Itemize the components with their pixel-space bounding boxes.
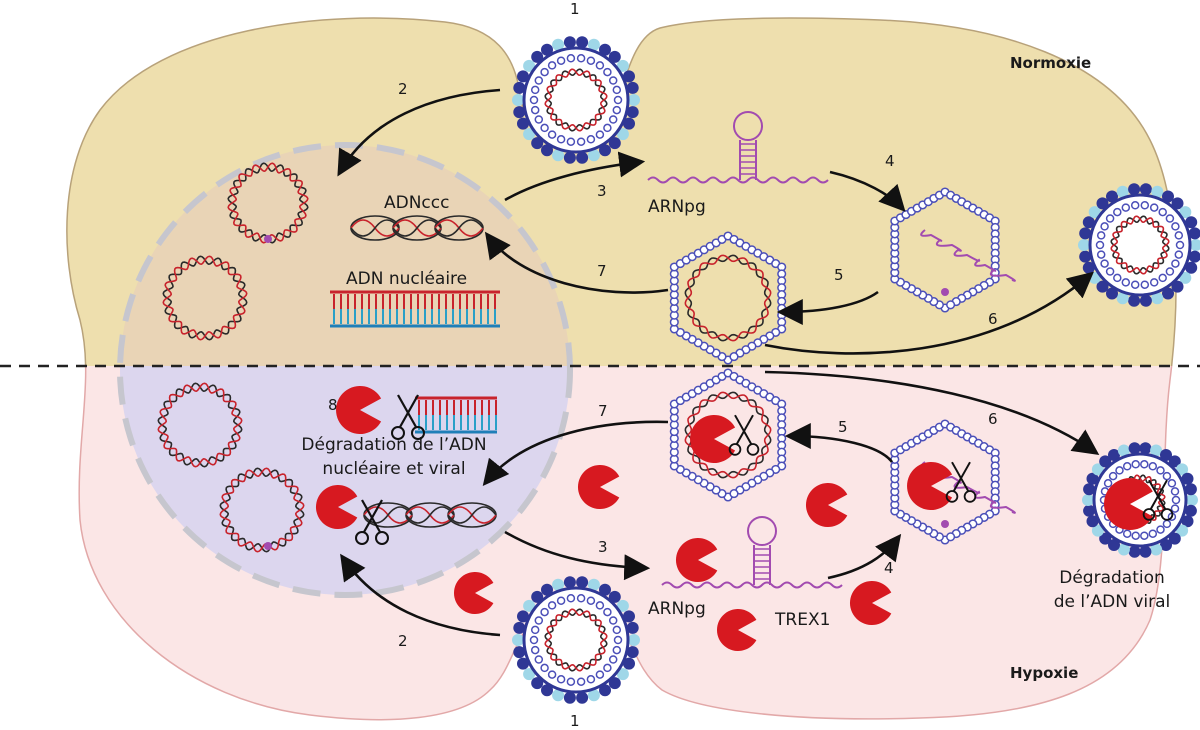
trex1-enzyme bbox=[315, 485, 358, 530]
arrow-step2-bottom bbox=[340, 553, 501, 637]
trex1-label: TREX1 bbox=[774, 610, 830, 630]
step-2-bottom: 2 bbox=[398, 632, 408, 650]
trex1-enzyme bbox=[805, 483, 848, 527]
trex1-enzyme bbox=[690, 415, 736, 464]
step-1-bottom: 1 bbox=[570, 712, 580, 730]
arnpg-label-bottom: ARNpg bbox=[648, 599, 706, 619]
trex1-enzyme bbox=[453, 572, 494, 615]
arrow-step5-top bbox=[776, 290, 879, 325]
scissors-icon bbox=[355, 499, 389, 545]
degradation-viral-line1: Dégradation bbox=[1059, 568, 1165, 588]
virion-released-top bbox=[1078, 183, 1200, 307]
trex1-enzyme bbox=[336, 386, 382, 434]
degradation-viral-line2: de l’ADN viral bbox=[1054, 592, 1171, 612]
scissors-icon bbox=[1142, 479, 1174, 521]
scissors-group bbox=[355, 394, 425, 545]
trex1-enzyme bbox=[675, 538, 718, 583]
arrow-step6-top bbox=[764, 271, 1094, 355]
step-2-top: 2 bbox=[398, 80, 408, 98]
arrow-step3-bottom bbox=[504, 530, 651, 581]
pgrna-top bbox=[647, 111, 829, 184]
step-3-bottom: 3 bbox=[598, 538, 608, 556]
pgrna-bottom bbox=[661, 516, 843, 589]
scissors-icon bbox=[945, 461, 977, 503]
step-1-top: 1 bbox=[570, 0, 580, 18]
step-3-top: 3 bbox=[597, 182, 607, 200]
adnccc-chain-top bbox=[350, 215, 484, 241]
capsid-rna-top bbox=[890, 187, 1016, 313]
step-6-top: 6 bbox=[988, 310, 998, 328]
trex1-enzymes bbox=[315, 386, 892, 651]
arrow-step4-bottom bbox=[827, 533, 902, 580]
arrow-step7-top bbox=[484, 231, 669, 294]
arrow-step3-top bbox=[504, 151, 646, 202]
cccdna-circle-4 bbox=[219, 467, 305, 553]
virion-entry-bottom bbox=[512, 576, 640, 704]
cccdna-circle-3 bbox=[157, 382, 243, 468]
arrow-step5-bottom bbox=[784, 423, 894, 463]
cccdna-circle-2 bbox=[162, 255, 248, 341]
arrow-step6-bottom bbox=[764, 370, 1100, 455]
arrow-step7-bottom bbox=[482, 420, 669, 487]
adnccc-chain-bottom bbox=[363, 502, 497, 528]
nucleus bbox=[117, 142, 573, 598]
virion-degraded-bottom bbox=[1082, 442, 1198, 558]
nuclear-dna-ladder-bottom bbox=[415, 396, 497, 434]
step-5-bottom: 5 bbox=[838, 418, 848, 436]
arrow-step4-top bbox=[829, 170, 906, 212]
capsid-rna-bottom bbox=[890, 419, 1016, 545]
adn-nucleaire-label: ADN nucléaire bbox=[346, 269, 467, 289]
arrow-step2-top bbox=[337, 88, 501, 177]
adnccc-label: ADNccc bbox=[384, 193, 449, 213]
step-5-top: 5 bbox=[834, 266, 844, 284]
step-7-bottom: 7 bbox=[598, 402, 608, 420]
trex1-enzyme bbox=[907, 462, 953, 511]
step-4-top: 4 bbox=[885, 152, 895, 170]
step-4-bottom: 4 bbox=[884, 559, 894, 577]
trex1-enzyme bbox=[1104, 478, 1153, 531]
step-8-bottom: 8 bbox=[328, 396, 338, 414]
virion-entry-top bbox=[512, 36, 640, 164]
scissors-icon bbox=[728, 414, 760, 456]
trex1-enzyme bbox=[716, 609, 757, 651]
scissors-icon bbox=[391, 394, 425, 440]
nuclear-dna-ladder bbox=[330, 290, 500, 328]
hypoxie-label: Hypoxie bbox=[1010, 664, 1078, 682]
degradation-nuc-line2: nucléaire et viral bbox=[322, 459, 465, 479]
cccdna-circle-1 bbox=[227, 162, 309, 244]
arnpg-label-top: ARNpg bbox=[648, 197, 706, 217]
capsid-dna-bottom bbox=[669, 368, 787, 502]
step-7-top: 7 bbox=[597, 262, 607, 280]
normoxie-label: Normoxie bbox=[1010, 54, 1091, 72]
trex1-enzyme bbox=[577, 465, 620, 509]
degradation-nuc-line1: Dégradation de l’ADN bbox=[301, 435, 486, 455]
step-6-bottom: 6 bbox=[988, 410, 998, 428]
trex1-enzyme bbox=[849, 581, 892, 626]
